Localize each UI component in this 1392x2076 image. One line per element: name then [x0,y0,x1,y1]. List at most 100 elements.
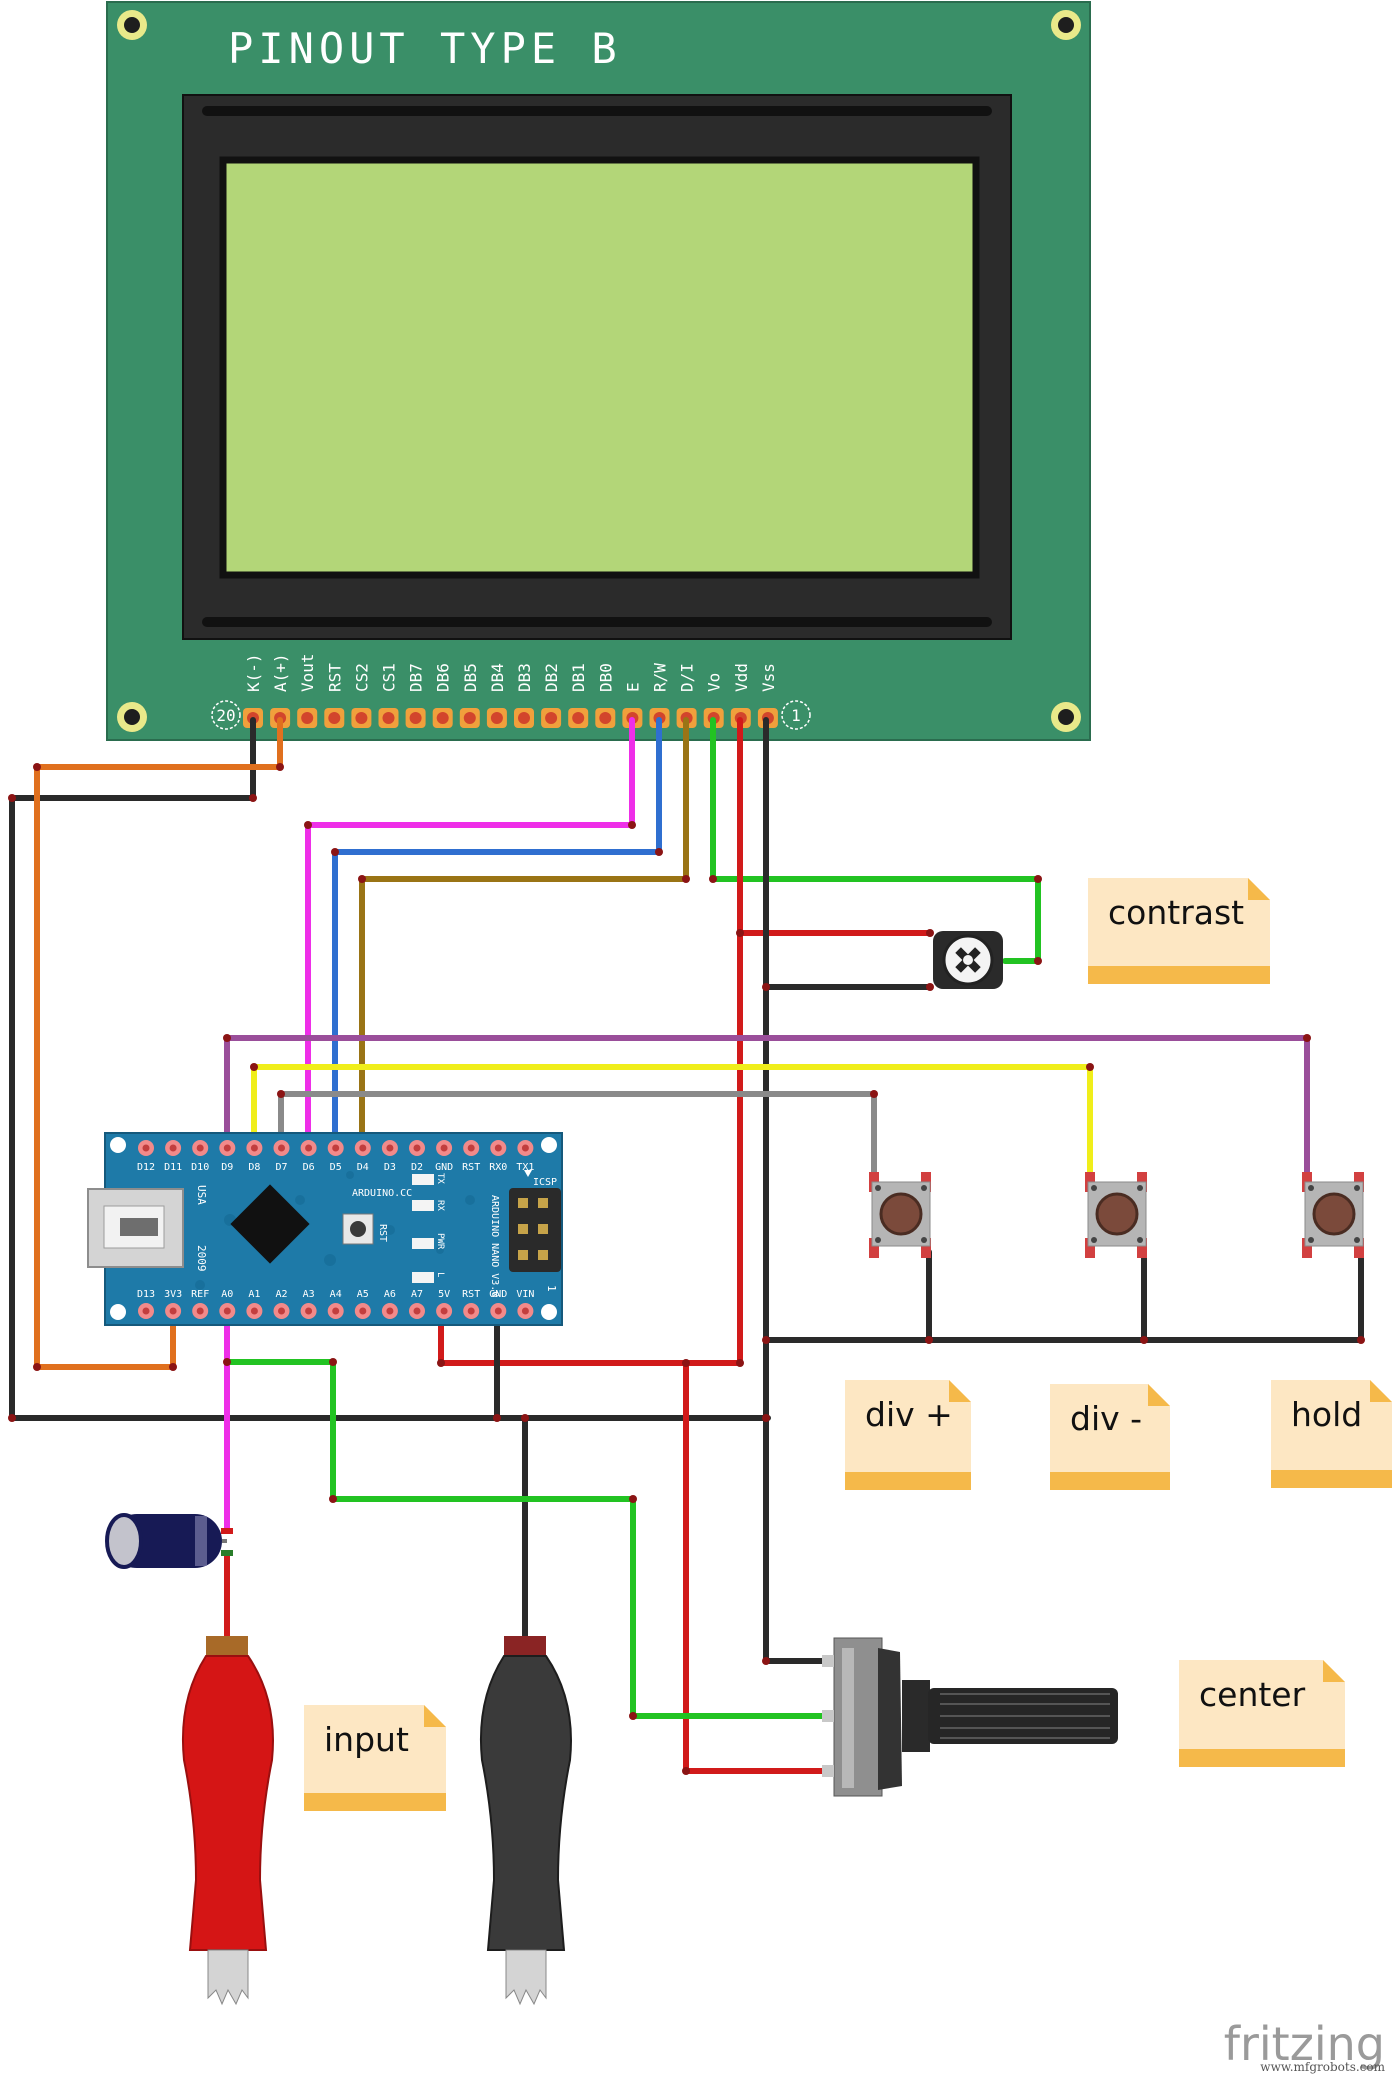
led-label-pwr: PWR [435,1233,445,1250]
nano-pin-label: A5 [357,1289,369,1300]
lcd-pin-label: DB2 [542,663,561,692]
lcd-title: PINOUT TYPE B [228,24,622,73]
lcd-pin-label: E [623,682,642,692]
nano-pin-label: D4 [357,1162,369,1173]
nano-pin-label: D11 [164,1162,182,1173]
wire-e-magenta [305,717,635,1151]
button-div-plus[interactable] [869,1172,931,1258]
nano-pin-label: RX0 [489,1162,507,1173]
mounting-hole [1051,10,1081,40]
lcd-pin-label: K(-) [244,653,263,692]
note-div-plus: div + [845,1380,971,1490]
nano-pin-label: D13 [137,1289,155,1300]
wire-a-orange [34,717,283,1370]
lcd-pin-label: DB0 [596,663,615,692]
alligator-clip-red[interactable] [181,1636,274,2006]
nano-pin-label: A1 [248,1289,260,1300]
note-label: input [324,1720,409,1759]
nano-pin-label: D9 [221,1162,233,1173]
lcd-pin-label: DB4 [488,663,507,692]
wire-vdd-red [438,717,743,1366]
lcd-pin-label: RST [325,663,344,692]
note-input: input [304,1705,446,1811]
wire-a0-green [224,1359,833,1719]
mounting-hole [117,702,147,732]
wire-d7-gray [278,1091,877,1183]
led-label-rx: RX [435,1200,445,1211]
button-hold[interactable] [1302,1172,1364,1258]
push-buttons [869,1172,1364,1258]
nano-pin-label: A2 [275,1289,287,1300]
lcd-screen [219,156,980,579]
wire-d9-purple [224,1035,1310,1183]
nano-pin-label: D5 [330,1162,342,1173]
button-div-minus[interactable] [1085,1172,1147,1258]
wire-buttons-black [763,1249,1364,1343]
icsp-header [509,1188,561,1272]
center-potentiometer[interactable] [822,1637,1118,1797]
lcd-pin-label: CS1 [380,663,399,692]
nano-usa: USA [195,1185,208,1205]
lcd-pin-label: Vdd [732,663,751,692]
nano-pin-label: A4 [330,1289,342,1300]
note-label: contrast [1108,893,1244,932]
nano-pin-label: REF [191,1289,209,1300]
led-label-l: L [435,1272,445,1277]
note-contrast: contrast [1088,878,1270,984]
arduino-nano: USA 2009 RST ARDUINO.CC TX RX PWR L ARDU… [87,1132,563,1326]
icsp-label: ICSP [533,1177,557,1188]
nano-year: 2009 [195,1245,208,1272]
lcd-pin-label: Vo [705,673,724,692]
nano-pin-label: RST [462,1162,480,1173]
alligator-clip-black[interactable] [479,1636,572,2006]
note-label: hold [1291,1395,1362,1434]
nano-pin-label: 5V [438,1289,450,1300]
lcd-pin-label: A(+) [271,653,290,692]
lcd-pin-label: Vss [759,663,778,692]
microcontroller-chip [230,1184,310,1264]
lcd-pin-label: DB5 [461,663,480,692]
note-div-minus: div - [1050,1384,1170,1490]
usb-port [87,1188,184,1268]
nano-rst-label: RST [377,1224,388,1242]
nano-model: ARDUINO NANO V3.0 [489,1195,500,1297]
icsp-pin1-label: 1 [545,1285,558,1292]
lcd-pin-label: CS2 [352,663,371,692]
nano-pin-label: D2 [411,1162,423,1173]
nano-pin-label: A0 [221,1289,233,1300]
led-label-tx: TX [435,1173,445,1184]
nano-pin-label: D7 [275,1162,287,1173]
note-label: center [1199,1675,1306,1714]
wire-di-brown [359,717,689,1151]
nano-pin-label: D8 [248,1162,260,1173]
note-hold: hold [1271,1380,1392,1488]
lcd-pin-label: DB7 [407,663,426,692]
lcd-pin-label: DB1 [569,663,588,692]
lcd-pin-label: DB3 [515,663,534,692]
nano-pin-label: D12 [137,1162,155,1173]
nano-pin-label: 3V3 [164,1289,182,1300]
note-label: div - [1070,1399,1142,1438]
nano-pin-label: VIN [516,1289,534,1300]
nano-pin-label: RST [462,1289,480,1300]
capacitor [105,1513,233,1569]
lcd-pin-label: D/I [678,663,697,692]
contrast-trimmer[interactable] [933,931,1003,989]
wires [8,717,1365,1775]
note-label: div + [865,1395,953,1434]
wire-d8-yellow [251,1064,1093,1183]
nano-pin-label: A7 [411,1289,423,1300]
wire-vo-green [710,717,1041,964]
lcd-pin-first: 20 [216,706,235,725]
wire-rw-blue [332,717,662,1151]
reset-button[interactable] [342,1213,374,1245]
lcd-pin-last: 1 [791,706,801,725]
nano-pin-label: D3 [384,1162,396,1173]
fritzing-watermark: fritzing [1224,2017,1385,2071]
notes: contrast div + div - hold input center [304,878,1392,1811]
nano-pin-label: GND [435,1162,453,1173]
